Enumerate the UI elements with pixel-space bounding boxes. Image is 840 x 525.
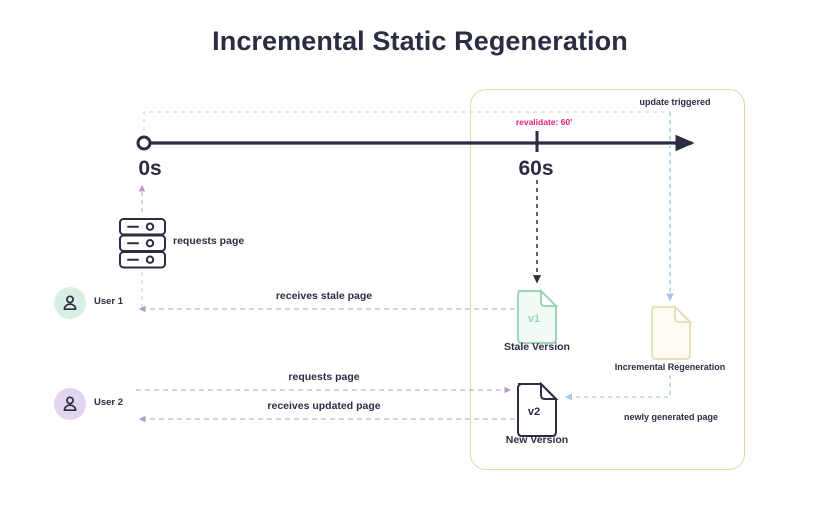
user-2-label: User 2 <box>94 397 124 408</box>
timeline-start-marker <box>136 135 152 151</box>
server-requests-page-label: requests page <box>173 235 245 247</box>
stale-version-caption: Stale Version <box>504 341 570 353</box>
newly-generated-page-label: newly generated page <box>623 412 719 422</box>
incremental-regeneration-file-icon <box>651 304 693 360</box>
user-1-avatar <box>54 287 86 319</box>
user-1-label: User 1 <box>94 296 124 307</box>
page-title: Incremental Static Regeneration <box>212 26 628 56</box>
new-version-file-icon <box>517 381 559 437</box>
user-2-group: User 2 <box>54 388 174 422</box>
user-avatar-icon <box>63 396 77 412</box>
new-version-label: v2 <box>528 406 540 418</box>
user-2-avatar <box>54 388 86 420</box>
stale-version-label: v1 <box>528 313 540 325</box>
user-1-group: User 1 <box>54 287 174 321</box>
user2-requests-page-label: requests page <box>288 371 360 383</box>
new-version-caption: New Version <box>505 434 569 446</box>
regeneration-zone-container <box>470 89 745 470</box>
server-icon <box>119 218 166 269</box>
timeline-start-label: 0s <box>138 157 162 180</box>
stale-version-file-icon <box>517 288 559 344</box>
update-triggered-label: update triggered <box>639 97 711 107</box>
newly-generated-page-arrow <box>564 375 671 401</box>
update-trigger-dashed-path <box>143 111 670 131</box>
receives-stale-page-label: receives stale page <box>275 290 373 302</box>
receives-updated-page-label: receives updated page <box>267 400 381 412</box>
incremental-regeneration-caption: Incremental Regeneration <box>614 362 726 372</box>
user-avatar-icon <box>63 295 77 311</box>
revalidate-label: revalidate: 60' <box>515 117 573 127</box>
timeline-mid-label: 60s <box>518 157 554 180</box>
